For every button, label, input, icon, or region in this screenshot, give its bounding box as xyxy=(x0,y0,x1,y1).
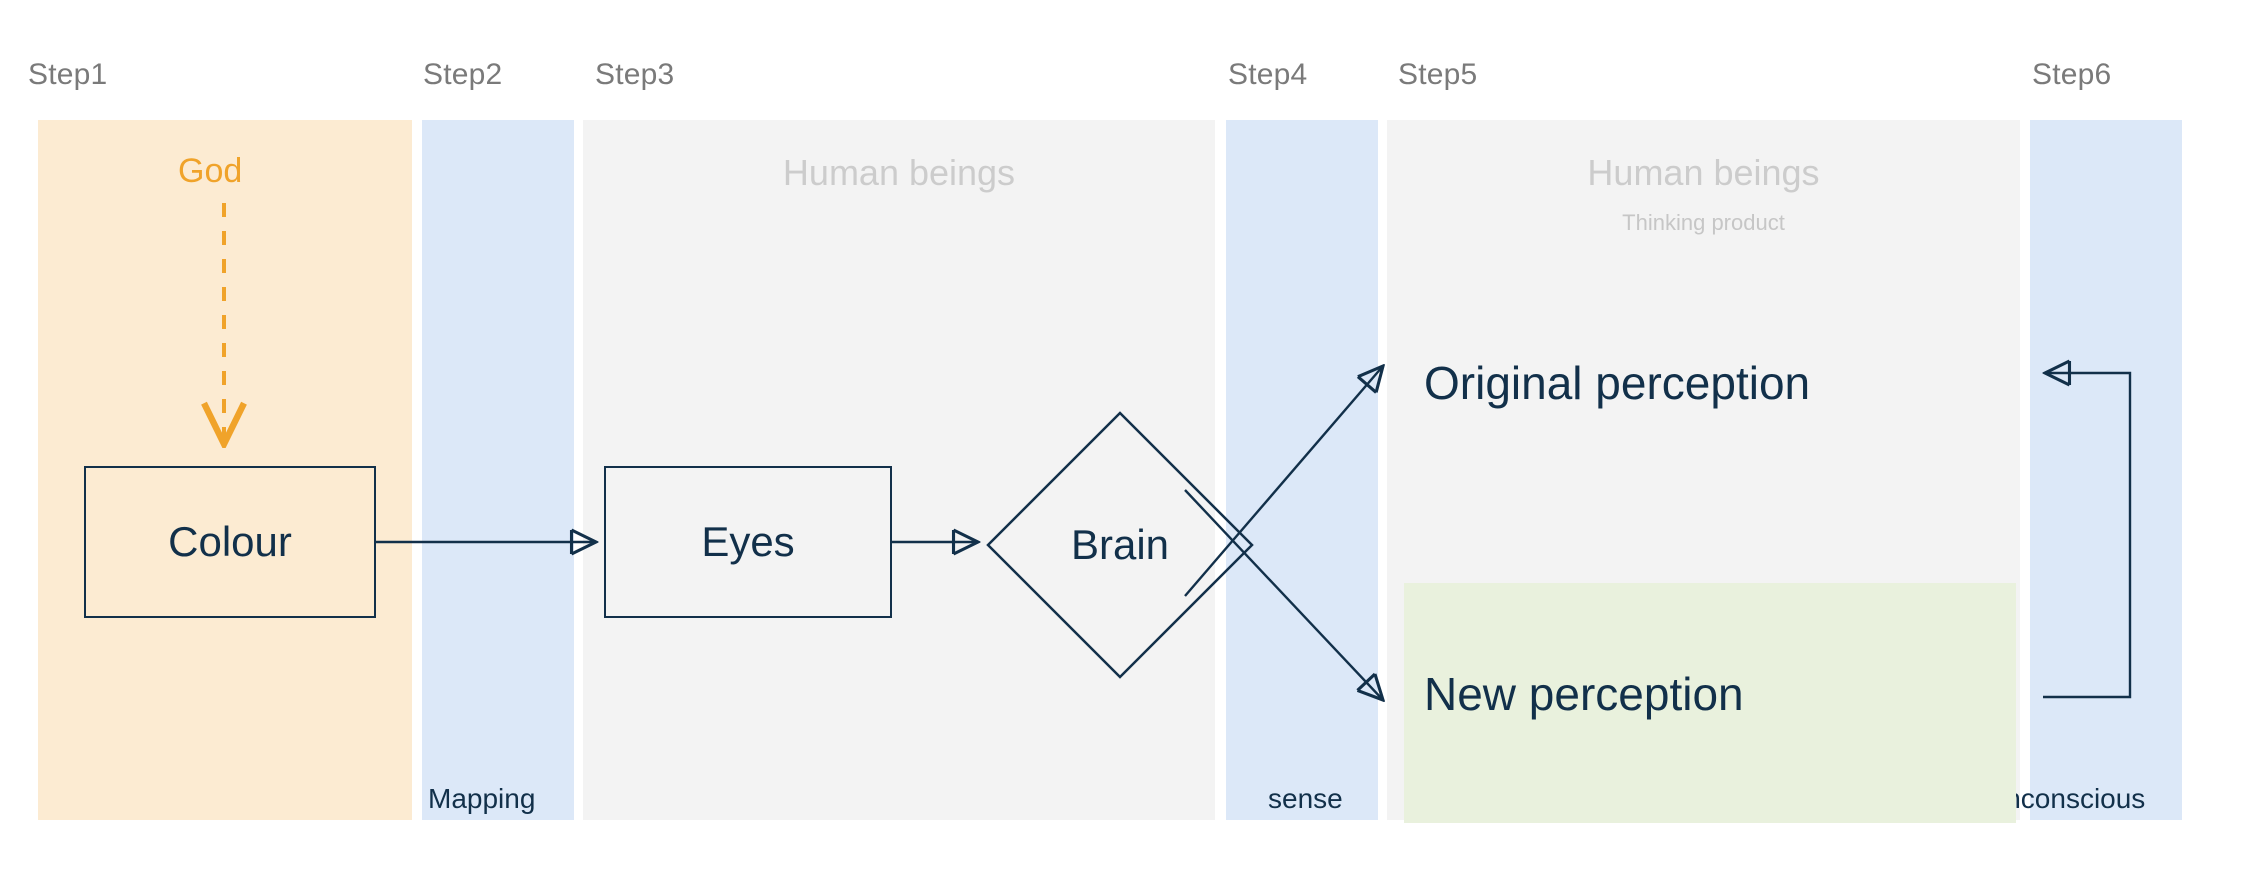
brain-diamond-shape xyxy=(986,411,1254,679)
node-colour[interactable]: Colour xyxy=(84,466,376,618)
step-label-step1: Step1 xyxy=(28,58,108,91)
step-label-step6: Step6 xyxy=(2032,58,2112,91)
lane-heading-step5: Human beings xyxy=(1587,152,1820,193)
lane-step6 xyxy=(2030,120,2182,820)
lane-heading-step3: Human beings xyxy=(782,152,1016,193)
step-label-step4: Step4 xyxy=(1228,58,1308,91)
node-colour-label: Colour xyxy=(168,518,292,565)
lane-caption-sense: sense xyxy=(1268,783,1343,814)
new-perception-block xyxy=(1404,583,2016,823)
lane-step2 xyxy=(422,120,574,820)
lane-subheading-step5: Thinking product xyxy=(1622,210,1785,235)
step-label-step2: Step2 xyxy=(423,58,503,91)
step-label-step5: Step5 xyxy=(1398,58,1478,91)
step-label-step3: Step3 xyxy=(595,58,675,91)
lane-caption-mapping: Mapping xyxy=(428,783,536,814)
god-label: God xyxy=(178,152,243,190)
lane-step3 xyxy=(583,120,1215,820)
node-brain[interactable]: Brain xyxy=(985,410,1255,680)
node-eyes[interactable]: Eyes xyxy=(604,466,892,618)
node-new-perception[interactable]: New perception xyxy=(1424,668,1744,720)
node-eyes-label: Eyes xyxy=(701,518,795,565)
node-original-perception[interactable]: Original perception xyxy=(1424,357,1811,409)
